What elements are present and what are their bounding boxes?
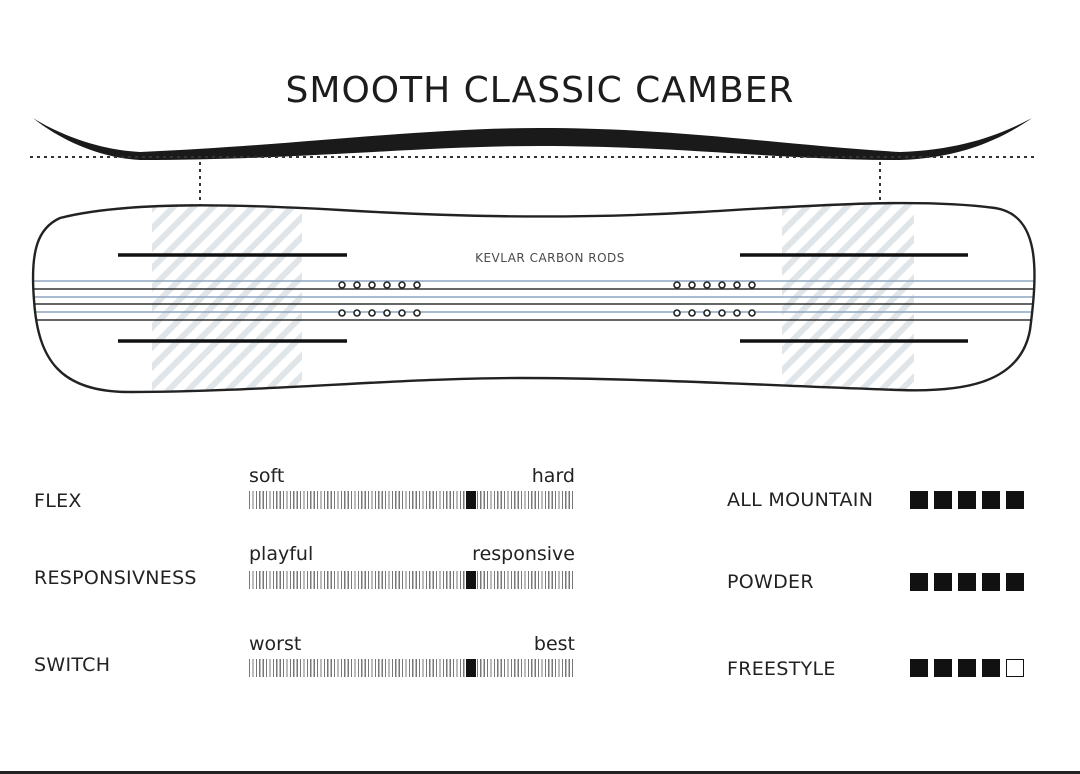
style-label-freestyle: FREESTYLE (727, 658, 836, 680)
scale-right-label: best (533, 633, 575, 655)
board-outline (31, 201, 1036, 394)
bottom-rule (0, 771, 1080, 774)
rating-square-filled (934, 659, 952, 677)
rating-square-filled (982, 573, 1000, 591)
rating-square-filled (910, 659, 928, 677)
insert-holes (338, 281, 756, 317)
scale-left-label: playful (249, 543, 314, 565)
scale-right-label: responsive (472, 543, 575, 565)
rating-square-filled (1006, 573, 1024, 591)
diagram-title: SMOOTH CLASSIC CAMBER (285, 70, 795, 111)
rating-square-filled (1006, 491, 1024, 509)
rating-square-filled (982, 491, 1000, 509)
camber-profile (33, 118, 1032, 160)
rating-square-empty (1006, 659, 1024, 677)
metric-label: FLEX (34, 490, 82, 512)
snowboard-diagram (30, 118, 1036, 394)
metric-label: RESPONSIVNESS (34, 567, 197, 589)
style-label-all-mountain: ALL MOUNTAIN (727, 489, 874, 511)
scale-right-label: hard (531, 465, 575, 487)
rating-square-filled (934, 491, 952, 509)
rating-all-mountain (910, 491, 1024, 509)
rating-square-filled (958, 491, 976, 509)
scale-marker (465, 491, 476, 509)
rating-powder (910, 573, 1024, 591)
rating-square-filled (958, 573, 976, 591)
rating-square-filled (910, 573, 928, 591)
scale-left-label: worst (249, 633, 302, 655)
hatch-zone-left (152, 203, 302, 392)
scale-bar (249, 491, 575, 509)
scale-bar (249, 659, 575, 677)
metric-label: SWITCH (34, 654, 111, 676)
rating-square-filled (982, 659, 1000, 677)
scale-marker (465, 659, 476, 677)
scale-left-label: soft (249, 465, 285, 487)
hatch-zone-right (782, 203, 914, 392)
edge-bars (118, 253, 968, 343)
rating-square-filled (910, 491, 928, 509)
style-label-powder: POWDER (727, 571, 814, 593)
scale-bar (249, 571, 575, 589)
carbon-rods (33, 280, 1035, 321)
rating-freestyle (910, 659, 1024, 677)
rating-square-filled (958, 659, 976, 677)
scale-marker (465, 571, 476, 589)
rod-label: KEVLAR CARBON RODS (475, 251, 625, 265)
rating-square-filled (934, 573, 952, 591)
